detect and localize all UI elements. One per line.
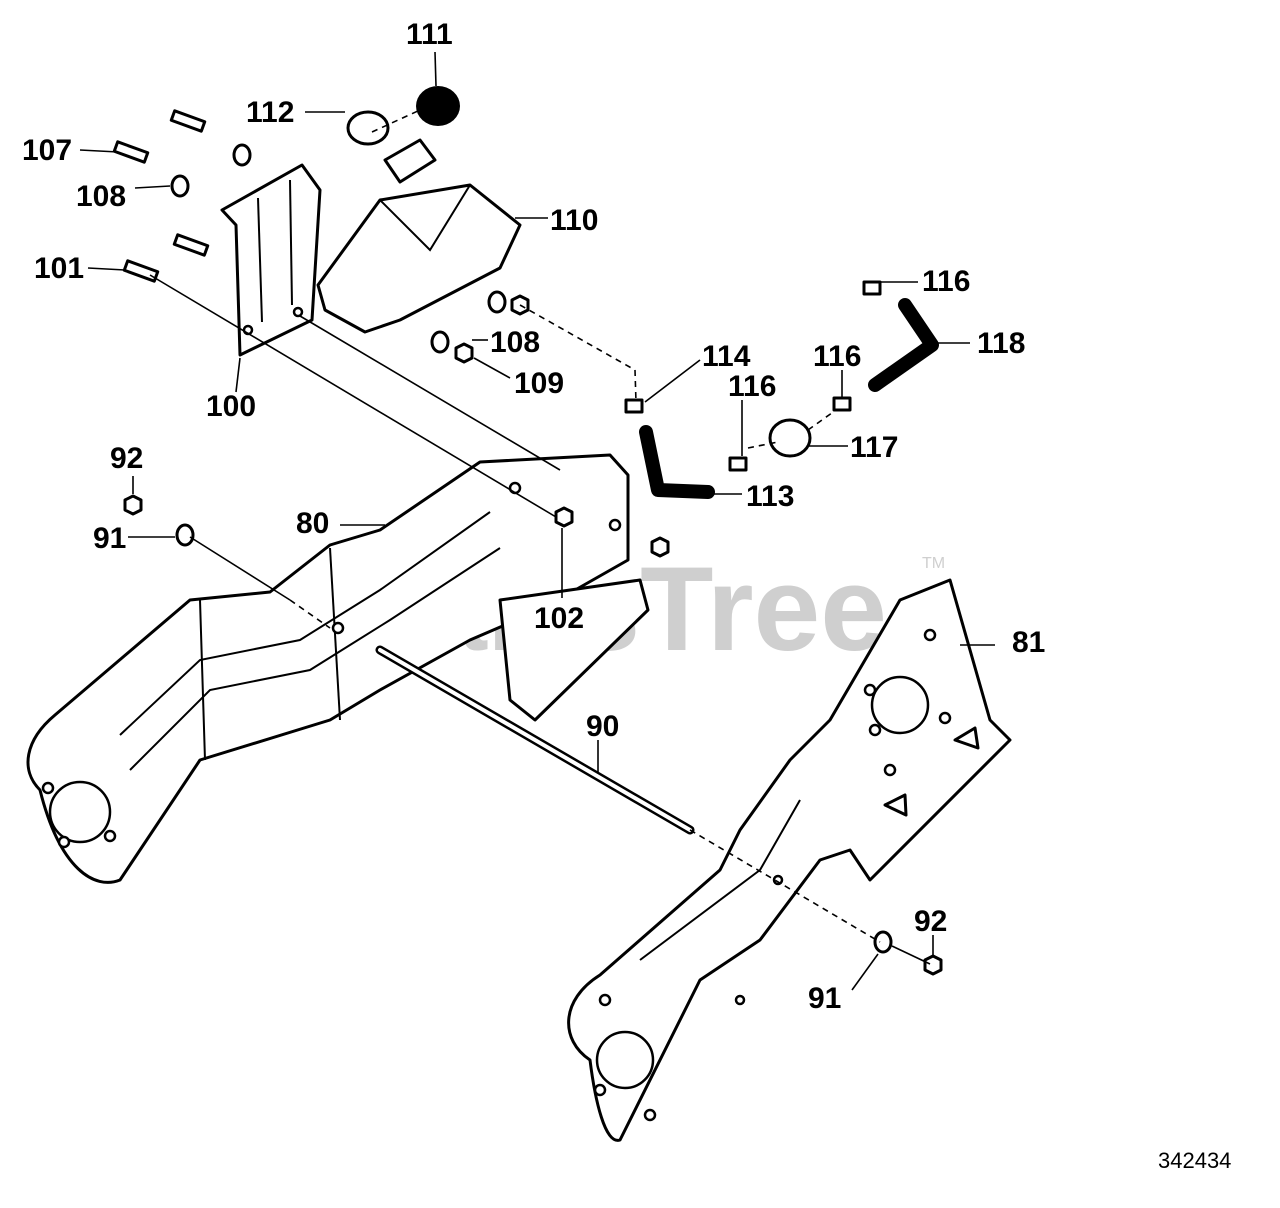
label-90: 90 — [586, 710, 619, 743]
right-side-bracket — [567, 578, 1012, 1142]
label-102: 102 — [534, 602, 584, 635]
cap-filter — [416, 86, 460, 126]
label-118: 118 — [977, 327, 1025, 360]
label-107: 107 — [22, 134, 72, 167]
label-116-right: 116 — [813, 340, 861, 373]
fuel-line-upper — [868, 298, 939, 392]
label-116-top: 116 — [922, 265, 970, 298]
left-side-bracket — [26, 453, 650, 884]
label-81: 81 — [1012, 626, 1045, 659]
label-114: 114 — [702, 340, 751, 373]
label-116-left: 116 — [728, 370, 776, 403]
label-100: 100 — [206, 390, 256, 423]
watermark-trademark: TM — [922, 555, 945, 572]
label-113: 113 — [746, 480, 794, 513]
label-91-right: 91 — [808, 982, 841, 1015]
label-101: 101 — [34, 252, 84, 285]
label-108-lower: 108 — [490, 326, 540, 359]
tank-cap — [346, 110, 390, 146]
label-111: 111 — [406, 18, 453, 51]
drawing-number: 342434 — [1158, 1148, 1231, 1173]
fuel-tank — [316, 138, 522, 334]
label-92-left: 92 — [110, 442, 143, 475]
label-112: 112 — [246, 96, 294, 129]
hardware — [112, 109, 943, 976]
leader-lines — [79, 51, 995, 991]
rod — [375, 645, 695, 835]
label-109: 109 — [514, 367, 564, 400]
part-labels: 111 112 107 108 110 101 116 118 108 109 … — [22, 18, 1045, 1015]
label-80: 80 — [296, 507, 329, 540]
label-108-upper: 108 — [76, 180, 126, 213]
fuel-line — [639, 425, 715, 499]
assembly-lines — [149, 109, 931, 965]
label-110: 110 — [550, 204, 598, 237]
engine-mounting-plate — [220, 163, 322, 357]
fuel-filter — [768, 418, 812, 458]
label-91-left: 91 — [93, 522, 126, 555]
label-117: 117 — [850, 431, 898, 464]
label-92-right: 92 — [914, 905, 947, 938]
